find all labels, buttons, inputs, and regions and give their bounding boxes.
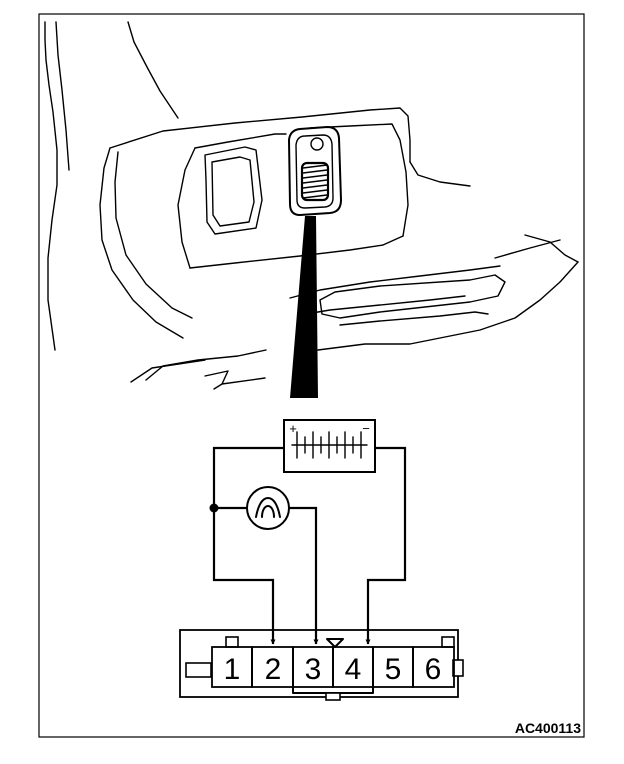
connector-pin-2: 2 [265,653,282,686]
lamp-symbol-icon [246,486,290,530]
wire-junction [209,503,219,513]
dashboard-illustration-icon [44,21,579,390]
connector-housing [179,629,464,701]
connector-pin-4: 4 [345,653,362,686]
callout-pointer [290,216,318,398]
wiring [212,446,407,645]
battery-positive-sign: + [289,421,297,436]
figure-reference-code: AC400113 [515,720,581,736]
connector-pin-5: 5 [385,653,402,686]
connector-pin-1: 1 [224,653,241,686]
connector-pin-6: 6 [425,653,442,686]
battery-negative-sign: − [362,421,370,436]
battery-symbol-icon [283,419,376,473]
figure-frame [38,13,585,738]
connector-pin-3: 3 [305,653,322,686]
rheostat-dial-icon [288,126,342,216]
